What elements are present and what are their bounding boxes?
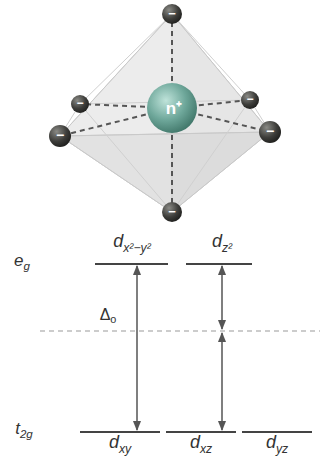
symmetry-label: eg [14,252,30,273]
ligand-charge: − [76,97,83,109]
orbital-label: dxy [109,433,131,455]
orbital-label: dx²−y² [113,232,151,254]
ligand-charge: − [56,128,64,142]
energy-levels [80,264,312,432]
metal-ion [147,83,197,133]
bond-lines [60,14,270,212]
ligand-spheres [49,4,281,222]
orbital-label: dz² [212,232,232,254]
ligand-charge: − [168,205,176,218]
splitting-energy: Δo [100,307,117,326]
orbital-label: dyz [266,433,288,455]
ion-symbol: n⁺ [166,100,182,117]
splitting-arrows [137,266,222,430]
symmetry-label: t2g [15,420,33,441]
ligand-charge: − [246,93,253,105]
orbital-label: dxz [190,433,212,455]
ligand-charge: − [168,7,176,20]
ligand-charge: − [266,124,274,138]
barycentre-line [40,331,320,332]
octahedron [60,14,270,212]
